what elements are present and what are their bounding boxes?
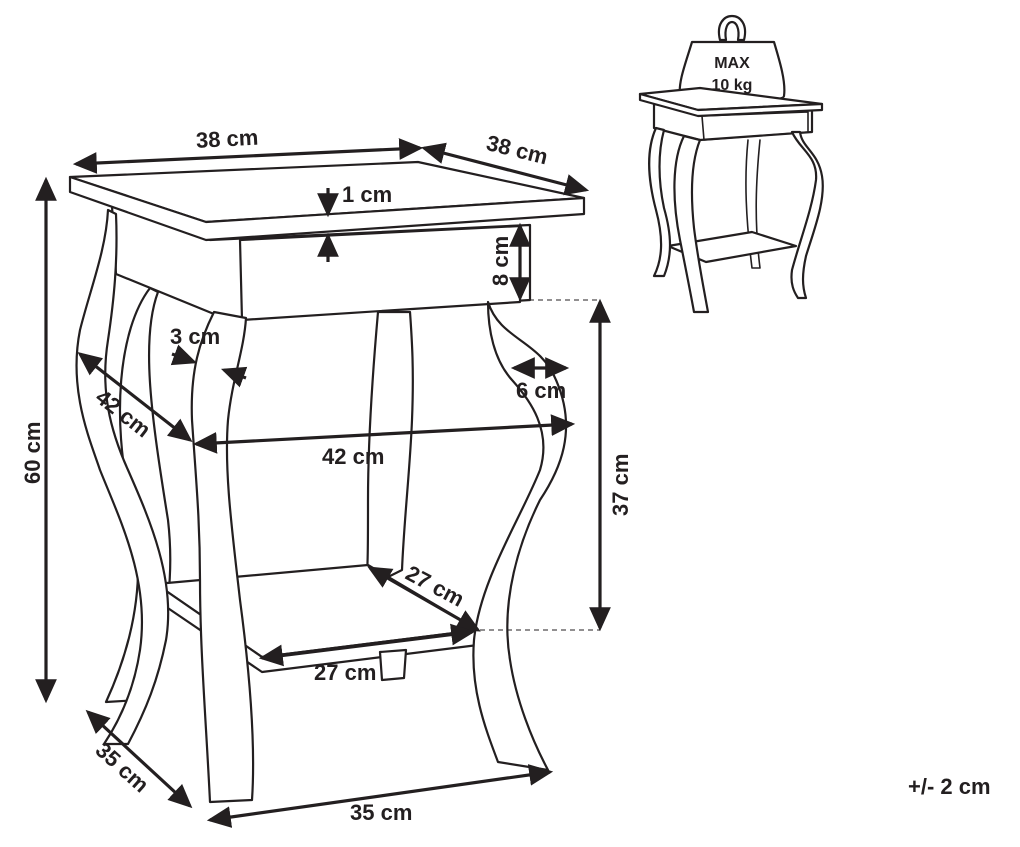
small-back-left-leg <box>648 126 672 278</box>
front-right-leg <box>472 300 568 772</box>
label-top-width: 38 cm <box>195 125 259 153</box>
dim-top-width-line <box>72 138 424 174</box>
small-table-icon <box>638 86 824 314</box>
table-top-edge <box>68 175 586 242</box>
small-right-leg <box>790 130 824 300</box>
label-shelf-width: 27 cm <box>314 660 376 685</box>
small-back-leg <box>745 139 761 269</box>
drawer-front <box>238 224 522 322</box>
dim-leg-width-arrow-right <box>220 366 248 388</box>
dim-mid-width-line <box>192 414 576 454</box>
label-leg-curve: 6 cm <box>516 378 566 403</box>
front-left-leg <box>190 310 255 804</box>
weight-label-max: MAX <box>714 55 750 72</box>
dim-shelf-width-line <box>258 623 476 667</box>
label-total-height: 60 cm <box>20 422 45 484</box>
shelf-foot <box>378 648 408 682</box>
small-left-leg <box>673 134 710 314</box>
dim-shelf-depth-line <box>367 566 481 632</box>
label-top-depth: 38 cm <box>484 130 551 169</box>
dim-top-depth-line <box>420 142 590 196</box>
dim-leg-width-arrow-left <box>170 344 198 366</box>
label-leg-width: 3 cm <box>170 324 220 349</box>
dimension-labels: 38 cm 38 cm 1 cm 8 cm 3 cm 6 cm 42 cm 42… <box>20 125 991 825</box>
label-mid-width: 42 cm <box>322 444 384 469</box>
tolerance-note: +/- 2 cm <box>908 774 991 799</box>
label-base-depth: 35 cm <box>91 737 154 797</box>
weight-handle-icon <box>717 14 747 42</box>
label-top-thickness: 1 cm <box>342 182 392 207</box>
weight-illustration: MAX 10 kg <box>638 14 824 314</box>
dim-base-depth-line <box>85 709 193 809</box>
dim-mid-depth-line <box>77 352 193 442</box>
label-base-width: 35 cm <box>350 800 412 825</box>
small-table-top-edge <box>638 92 824 118</box>
dim-base-width-line <box>206 764 554 828</box>
label-drawer-height: 8 cm <box>488 236 513 286</box>
dimension-lines <box>35 138 611 828</box>
label-shelf-clearance: 37 cm <box>608 454 633 516</box>
